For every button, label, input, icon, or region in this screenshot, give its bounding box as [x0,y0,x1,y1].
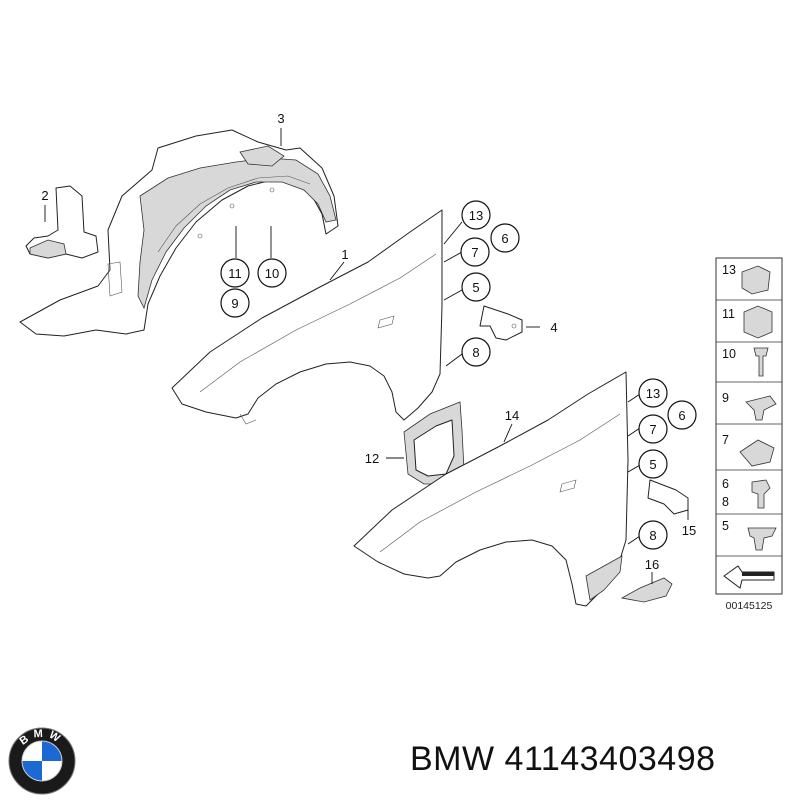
callout-15: 15 [682,523,696,538]
parts-diagram: 2 3 1 4 12 14 15 16 11 10 9 13 7 6 [19,111,783,612]
screw-washer-icon [745,395,777,421]
callout-16: 16 [645,557,659,572]
callout-14: 14 [505,408,519,423]
callout-circle-9: 9 [220,288,250,318]
legend-label-8: 8 [722,495,729,509]
bracket-part-2 [25,185,99,259]
rivet-icon [753,347,769,377]
callout-circle-5a: 5 [461,272,491,302]
leader-lines [44,128,689,584]
callout-circle-10: 10 [257,258,287,288]
clip-nut-icon [741,265,771,295]
legend-label-5: 5 [722,519,729,533]
svg-text:7: 7 [471,245,478,260]
callout-circle-6a: 6 [490,223,520,253]
legend-label-13: 13 [722,263,736,277]
svg-text:7: 7 [649,422,656,437]
svg-text:6: 6 [501,231,508,246]
diagram-code: 00145125 [726,600,773,612]
callout-3: 3 [277,111,284,126]
svg-text:13: 13 [646,386,660,401]
callout-circle-6b: 6 [667,400,697,430]
svg-text:13: 13 [469,208,483,223]
svg-text:9: 9 [231,296,238,311]
legend-label-6: 6 [722,477,729,491]
callout-circle-8b: 8 [638,520,668,550]
callout-circle-11: 11 [220,258,250,288]
bracket-part-16 [620,577,673,603]
plastic-nut-icon [743,305,773,339]
callout-circle-7a: 7 [460,237,490,267]
fender-part-1 [171,209,443,425]
svg-text:5: 5 [649,457,656,472]
fender-part-14 [353,371,629,607]
svg-text:8: 8 [649,528,656,543]
callout-2: 2 [41,188,48,203]
callouts: 2 3 1 4 12 14 15 16 11 10 9 13 7 6 [41,111,697,572]
callout-4: 4 [550,320,557,335]
legend-label-9: 9 [722,391,729,405]
legend-label-11: 11 [722,307,735,321]
legend-label-10: 10 [722,347,736,361]
wheel-arch-liner-part-3 [19,129,339,337]
callout-circle-13a: 13 [461,200,491,230]
bracket-part-4 [479,305,523,341]
svg-text:5: 5 [472,280,479,295]
callout-circle-8a: 8 [461,337,491,367]
callout-circle-5b: 5 [638,449,668,479]
svg-text:8: 8 [472,345,479,360]
callout-12: 12 [365,451,379,466]
seal-part-12 [403,401,465,485]
callout-1: 1 [341,247,348,262]
screw-icon [751,479,771,509]
svg-text:6: 6 [678,408,685,423]
svg-text:11: 11 [228,266,242,281]
callout-circle-13b: 13 [638,378,668,408]
part-number-caption: BMW 41143403498 [410,740,716,778]
svg-text:10: 10 [265,266,279,281]
callout-circle-7b: 7 [638,414,668,444]
legend-label-7: 7 [722,433,729,447]
fastener-legend: 13 11 10 9 7 6 8 5 00145125 [715,257,783,612]
expanding-rivet-icon [747,527,777,551]
bracket-part-15 [647,479,689,515]
bmw-logo-icon: BMW [8,727,76,795]
spring-nut-icon [739,439,775,467]
